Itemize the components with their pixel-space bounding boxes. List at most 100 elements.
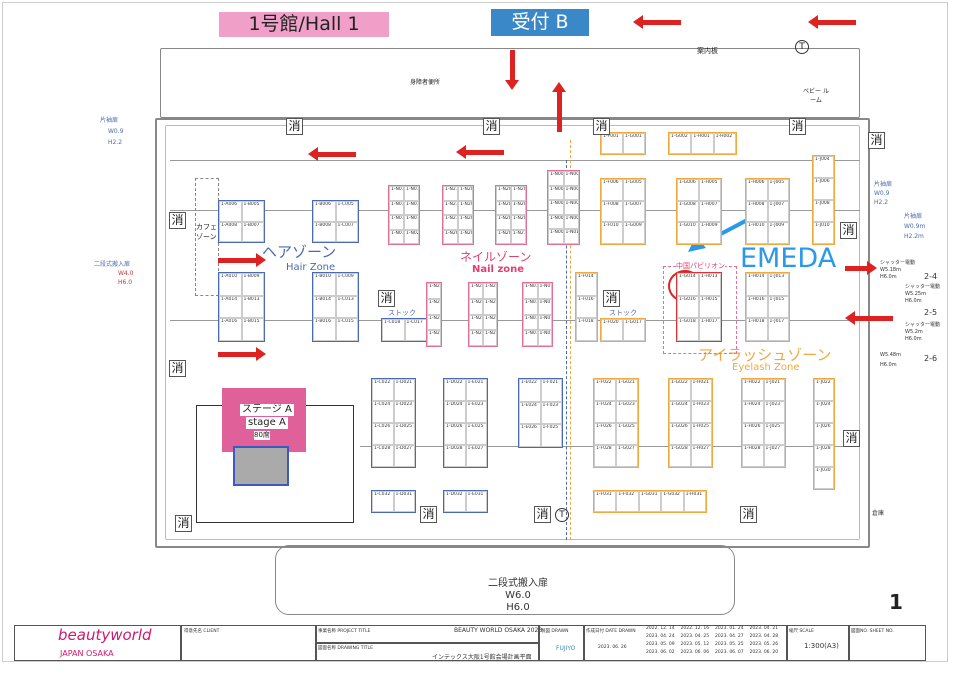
booth[interactable]: 1-E026 (519, 424, 541, 447)
booth[interactable]: 1-G001 (623, 133, 645, 154)
booth[interactable]: 1-A006 (219, 201, 242, 222)
booth[interactable]: 1-N212 (483, 283, 497, 299)
booth[interactable]: 1-H007 (699, 200, 721, 223)
booth[interactable]: 1-H002 (713, 133, 736, 154)
booth[interactable]: 1-J013 (767, 273, 789, 296)
booth[interactable]: 1-F010 (601, 222, 623, 244)
booth[interactable]: 1-H009 (699, 222, 721, 244)
booth[interactable]: 1-F020 (601, 319, 623, 341)
booth[interactable]: 1-J015 (767, 295, 789, 319)
booth[interactable]: 1-J017 (767, 318, 789, 341)
booth[interactable]: 1-H028 (742, 445, 764, 467)
booth[interactable]: 1-C015 (335, 318, 358, 341)
booth[interactable]: 1-H031 (683, 491, 706, 512)
booth[interactable]: 1-G024 (669, 401, 691, 423)
booth[interactable]: 1-J030 (814, 467, 834, 489)
booth[interactable]: 1-N008 (563, 214, 579, 230)
booth[interactable]: 1-J008 (813, 200, 834, 222)
booth[interactable]: 1-N211 (469, 283, 483, 299)
booth[interactable]: 1-G007 (623, 200, 645, 223)
booth[interactable]: 1-N208 (511, 215, 526, 230)
booth[interactable]: 1-G014 (677, 273, 699, 296)
booth[interactable]: 1-F016 (576, 295, 597, 319)
booth[interactable]: 1-C009 (335, 273, 358, 296)
booth[interactable]: 1-N017 (523, 330, 538, 346)
booth[interactable]: 1-B005 (241, 201, 264, 222)
booth[interactable]: 1-G027 (616, 445, 638, 467)
booth[interactable]: 1-C005 (335, 201, 358, 222)
booth[interactable]: 1-H001 (691, 133, 714, 154)
booth[interactable]: 1-B016 (313, 318, 336, 341)
booth[interactable]: 1-J026 (814, 423, 834, 445)
booth[interactable]: 1-N015 (523, 314, 538, 331)
booth[interactable]: 1-J024 (814, 401, 834, 423)
booth[interactable]: 1-N208 (458, 200, 473, 215)
booth[interactable]: 1-H014 (746, 273, 768, 296)
booth[interactable]: 1-N208 (458, 215, 473, 230)
booth[interactable]: 1-H021 (690, 379, 712, 401)
booth[interactable]: 1-D025 (393, 423, 415, 445)
booth[interactable]: 1-N208 (458, 229, 473, 244)
booth[interactable]: 1-G008 (677, 200, 699, 223)
booth[interactable]: 1-F024 (594, 401, 616, 423)
booth[interactable]: 1-J005 (767, 179, 789, 201)
booth[interactable]: 1-G031 (638, 491, 662, 512)
booth[interactable]: 1-N205 (496, 200, 511, 215)
booth[interactable]: 1-B015 (241, 318, 264, 341)
booth[interactable]: 1-J028 (814, 445, 834, 467)
booth[interactable]: 1-B009 (241, 273, 264, 296)
booth[interactable]: 1-N014 (404, 186, 419, 201)
booth[interactable]: 1-N003 (548, 185, 564, 201)
booth[interactable]: 1-F006 (601, 179, 623, 201)
booth[interactable]: 1-G018 (677, 318, 699, 341)
booth[interactable]: 1-N006 (563, 200, 579, 215)
booth[interactable]: 1-H005 (699, 179, 721, 201)
booth[interactable]: 1-N211 (443, 215, 458, 230)
booth[interactable]: 1-F031 (594, 491, 617, 512)
booth[interactable]: 1-J007 (767, 200, 789, 223)
booth[interactable]: 1-N213 (443, 200, 458, 215)
booth[interactable]: 1-G022 (669, 379, 691, 401)
booth[interactable]: 1-H027 (690, 445, 712, 467)
booth[interactable]: 1-N016 (404, 200, 419, 215)
booth[interactable]: 1-N002 (563, 171, 579, 186)
booth[interactable]: 1-C007 (335, 221, 358, 242)
booth[interactable]: 1-G026 (669, 423, 691, 445)
booth[interactable]: 1-H006 (746, 179, 768, 201)
booth[interactable]: 1-N016 (537, 314, 552, 331)
booth[interactable]: 1-H008 (746, 200, 768, 223)
booth[interactable]: 1-B007 (241, 221, 264, 242)
booth[interactable]: 1-C017 (404, 319, 427, 341)
booth[interactable]: 1-N214 (483, 298, 497, 315)
booth[interactable]: 1-F032 (616, 491, 639, 512)
booth[interactable]: 1-N212 (443, 186, 458, 201)
booth[interactable]: 1-J009 (767, 222, 789, 244)
booth[interactable]: 1-J027 (763, 445, 785, 467)
booth[interactable]: 1-B010 (313, 273, 336, 296)
booth[interactable]: 1-H026 (742, 423, 764, 445)
booth[interactable]: 1-N010 (563, 229, 579, 244)
booth[interactable]: 1-N018 (537, 330, 552, 346)
booth[interactable]: 1-F025 (540, 424, 562, 447)
booth[interactable]: 1-F018 (576, 318, 597, 341)
booth[interactable]: 1-H017 (699, 318, 721, 341)
booth[interactable]: 1-H025 (690, 423, 712, 445)
booth[interactable]: 1-G025 (616, 423, 638, 445)
booth[interactable]: 1-H010 (746, 222, 768, 244)
booth[interactable]: 1-N019 (389, 229, 404, 244)
booth[interactable]: 1-G016 (677, 295, 699, 319)
booth[interactable]: 1-F026 (594, 423, 616, 445)
booth[interactable]: 1-F022 (594, 379, 616, 401)
booth[interactable]: 1-N206 (511, 200, 526, 215)
booth[interactable]: 1-J021 (763, 379, 785, 401)
booth[interactable]: 1-E031 (465, 491, 487, 512)
booth[interactable]: 1-D028 (444, 445, 466, 467)
booth[interactable]: 1-N210 (511, 229, 526, 244)
booth[interactable]: 1-A016 (219, 318, 242, 341)
booth[interactable]: 1-H013 (699, 273, 721, 296)
booth[interactable]: 1-F028 (594, 445, 616, 467)
booth[interactable]: 1-D024 (444, 401, 466, 423)
booth[interactable]: 1-N204 (511, 186, 526, 201)
booth[interactable]: 1-H022 (742, 379, 764, 401)
